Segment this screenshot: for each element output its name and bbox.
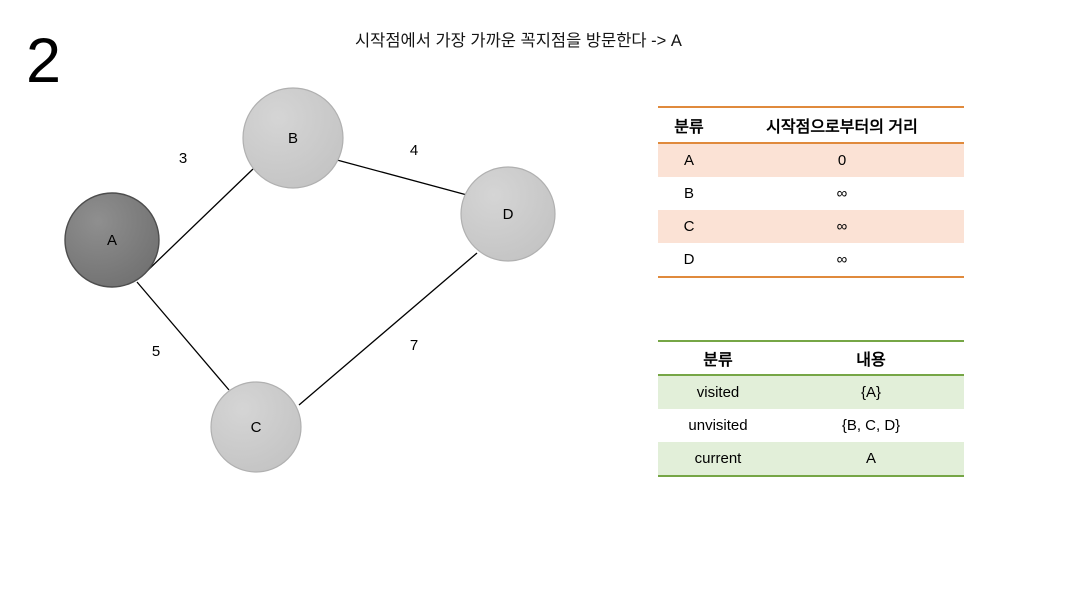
status-header-category: 분류 (658, 340, 778, 376)
table-row: B ∞ (658, 177, 964, 210)
edge-c-d (298, 252, 478, 406)
status-row-value: {B, C, D} (841, 417, 901, 434)
status-header-value: 내용 (778, 340, 964, 376)
distance-row-key: D (658, 243, 720, 278)
node-c-circle[interactable] (210, 381, 302, 473)
edge-weight-c-d: 7 (410, 337, 418, 354)
status-row-value: A (778, 442, 964, 477)
graph-edges (136, 159, 478, 406)
table-row: C ∞ (658, 210, 964, 243)
status-table-header-row: 분류 내용 (658, 340, 964, 376)
distance-row-key: C (658, 210, 720, 243)
distance-row-key: A (658, 143, 720, 177)
node-a-label: A (107, 232, 117, 249)
table-row: unvisited {B, C, D} (658, 409, 964, 442)
distance-header-category: 분류 (658, 106, 720, 144)
status-row-key: unvisited (688, 417, 748, 434)
edge-b-d (336, 159, 468, 196)
node-c-label: C (251, 419, 262, 436)
edge-a-b (145, 168, 254, 273)
node-b-label: B (288, 130, 298, 147)
graph-svg: A B C D 3 4 5 7 (64, 87, 556, 473)
slide-title: 시작점에서 가장 가까운 꼭지점을 방문한다 -> A (355, 32, 682, 50)
node-b-circle[interactable] (242, 87, 344, 189)
distance-row-value: ∞ (720, 210, 964, 243)
edge-a-c (136, 281, 230, 391)
graph-nodes: A B C D (64, 87, 556, 473)
graph-diagram: A B C D 3 4 5 7 (0, 60, 620, 500)
status-row-key: visited (658, 375, 778, 409)
distance-row-value: ∞ (720, 243, 964, 278)
distance-row-value: 0 (720, 143, 964, 177)
graph-edge-weights: 3 4 5 7 (152, 142, 418, 360)
table-row: A 0 (658, 143, 964, 177)
table-row: D ∞ (658, 243, 964, 278)
table-row: current A (658, 442, 964, 477)
status-table: 분류 내용 visited {A} unvisited {B, C, D} cu… (658, 340, 964, 477)
status-row-key: current (658, 442, 778, 477)
node-a-circle[interactable] (64, 192, 160, 288)
distance-table: 분류 시작점으로부터의 거리 A 0 B ∞ C ∞ D ∞ (658, 106, 964, 278)
distance-table-header-row: 분류 시작점으로부터의 거리 (658, 106, 964, 144)
distance-row-key: B (683, 185, 694, 202)
edge-weight-b-d: 4 (410, 142, 418, 159)
edge-weight-a-c: 5 (152, 343, 160, 360)
table-row: visited {A} (658, 375, 964, 409)
edge-weight-a-b: 3 (179, 150, 187, 167)
status-row-value: {A} (778, 375, 964, 409)
distance-row-value: ∞ (836, 185, 848, 202)
node-d-label: D (503, 206, 514, 223)
slide-number: 2 (26, 26, 62, 96)
node-d-circle[interactable] (460, 166, 556, 262)
distance-header-value: 시작점으로부터의 거리 (720, 106, 964, 144)
